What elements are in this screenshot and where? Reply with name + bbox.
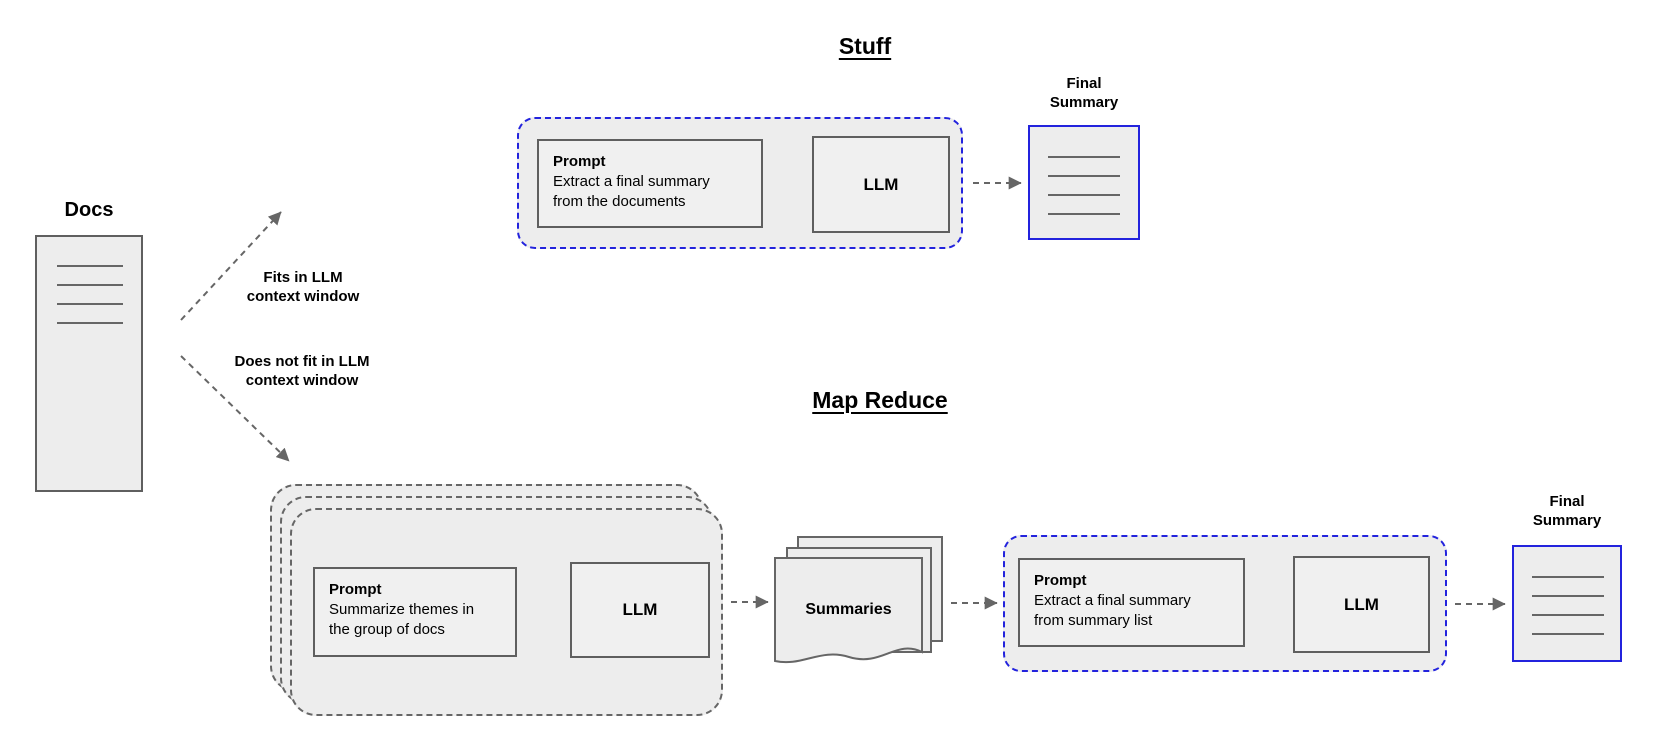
doc-text-line	[1532, 633, 1604, 635]
edge-label-fits-context: Fits in LLM context window	[246, 269, 360, 305]
map-prompt-body: Summarize themes in the group of docs	[329, 601, 475, 638]
doc-text-line	[1048, 194, 1120, 196]
doc-text-line	[57, 265, 123, 267]
docs-label: Docs	[64, 199, 114, 221]
stuff-final-summary-label: Final Summary	[1049, 75, 1119, 111]
reduce-llm-node: LLM	[1293, 556, 1430, 653]
map-llm-node: LLM	[570, 562, 710, 658]
stuff-section-title: Stuff	[838, 33, 892, 59]
reduce-prompt-node: Prompt Extract a final summary from summ…	[1018, 558, 1245, 647]
map-reduce-final-summary-label: Final Summary	[1532, 493, 1602, 529]
stuff-llm-node: LLM	[812, 136, 950, 233]
stuff-final-summary-document-icon	[1028, 125, 1140, 240]
stuff-prompt-title: Prompt	[553, 153, 606, 170]
summaries-document-icon	[774, 557, 923, 664]
reduce-llm-label: LLM	[1344, 594, 1379, 614]
map-prompt-node: Prompt Summarize themes in the group of …	[313, 567, 517, 657]
reduce-prompt-title: Prompt	[1034, 572, 1087, 589]
doc-text-line	[57, 303, 123, 305]
map-prompt-title: Prompt	[329, 581, 382, 598]
stuff-prompt-body: Extract a final summary from the documen…	[553, 173, 710, 210]
doc-text-line	[1048, 175, 1120, 177]
reduce-prompt-body: Extract a final summary from summary lis…	[1034, 592, 1191, 629]
map-llm-label: LLM	[622, 600, 658, 619]
stuff-prompt-node: Prompt Extract a final summary from the …	[537, 139, 763, 228]
summaries-label: Summaries	[805, 601, 892, 618]
doc-text-line	[57, 322, 123, 324]
edge-label-does-not-fit-context: Does not fit in LLM context window	[234, 353, 370, 389]
doc-text-line	[57, 284, 123, 286]
doc-text-line	[1532, 576, 1604, 578]
map-reduce-final-summary-document-icon	[1512, 545, 1622, 662]
doc-text-line	[1048, 156, 1120, 158]
doc-text-line	[1532, 595, 1604, 597]
stuff-llm-label: LLM	[863, 174, 899, 194]
docs-document-icon	[35, 235, 143, 492]
doc-text-line	[1048, 213, 1120, 215]
doc-text-line	[1532, 614, 1604, 616]
map-reduce-section-title: Map Reduce	[812, 387, 948, 413]
